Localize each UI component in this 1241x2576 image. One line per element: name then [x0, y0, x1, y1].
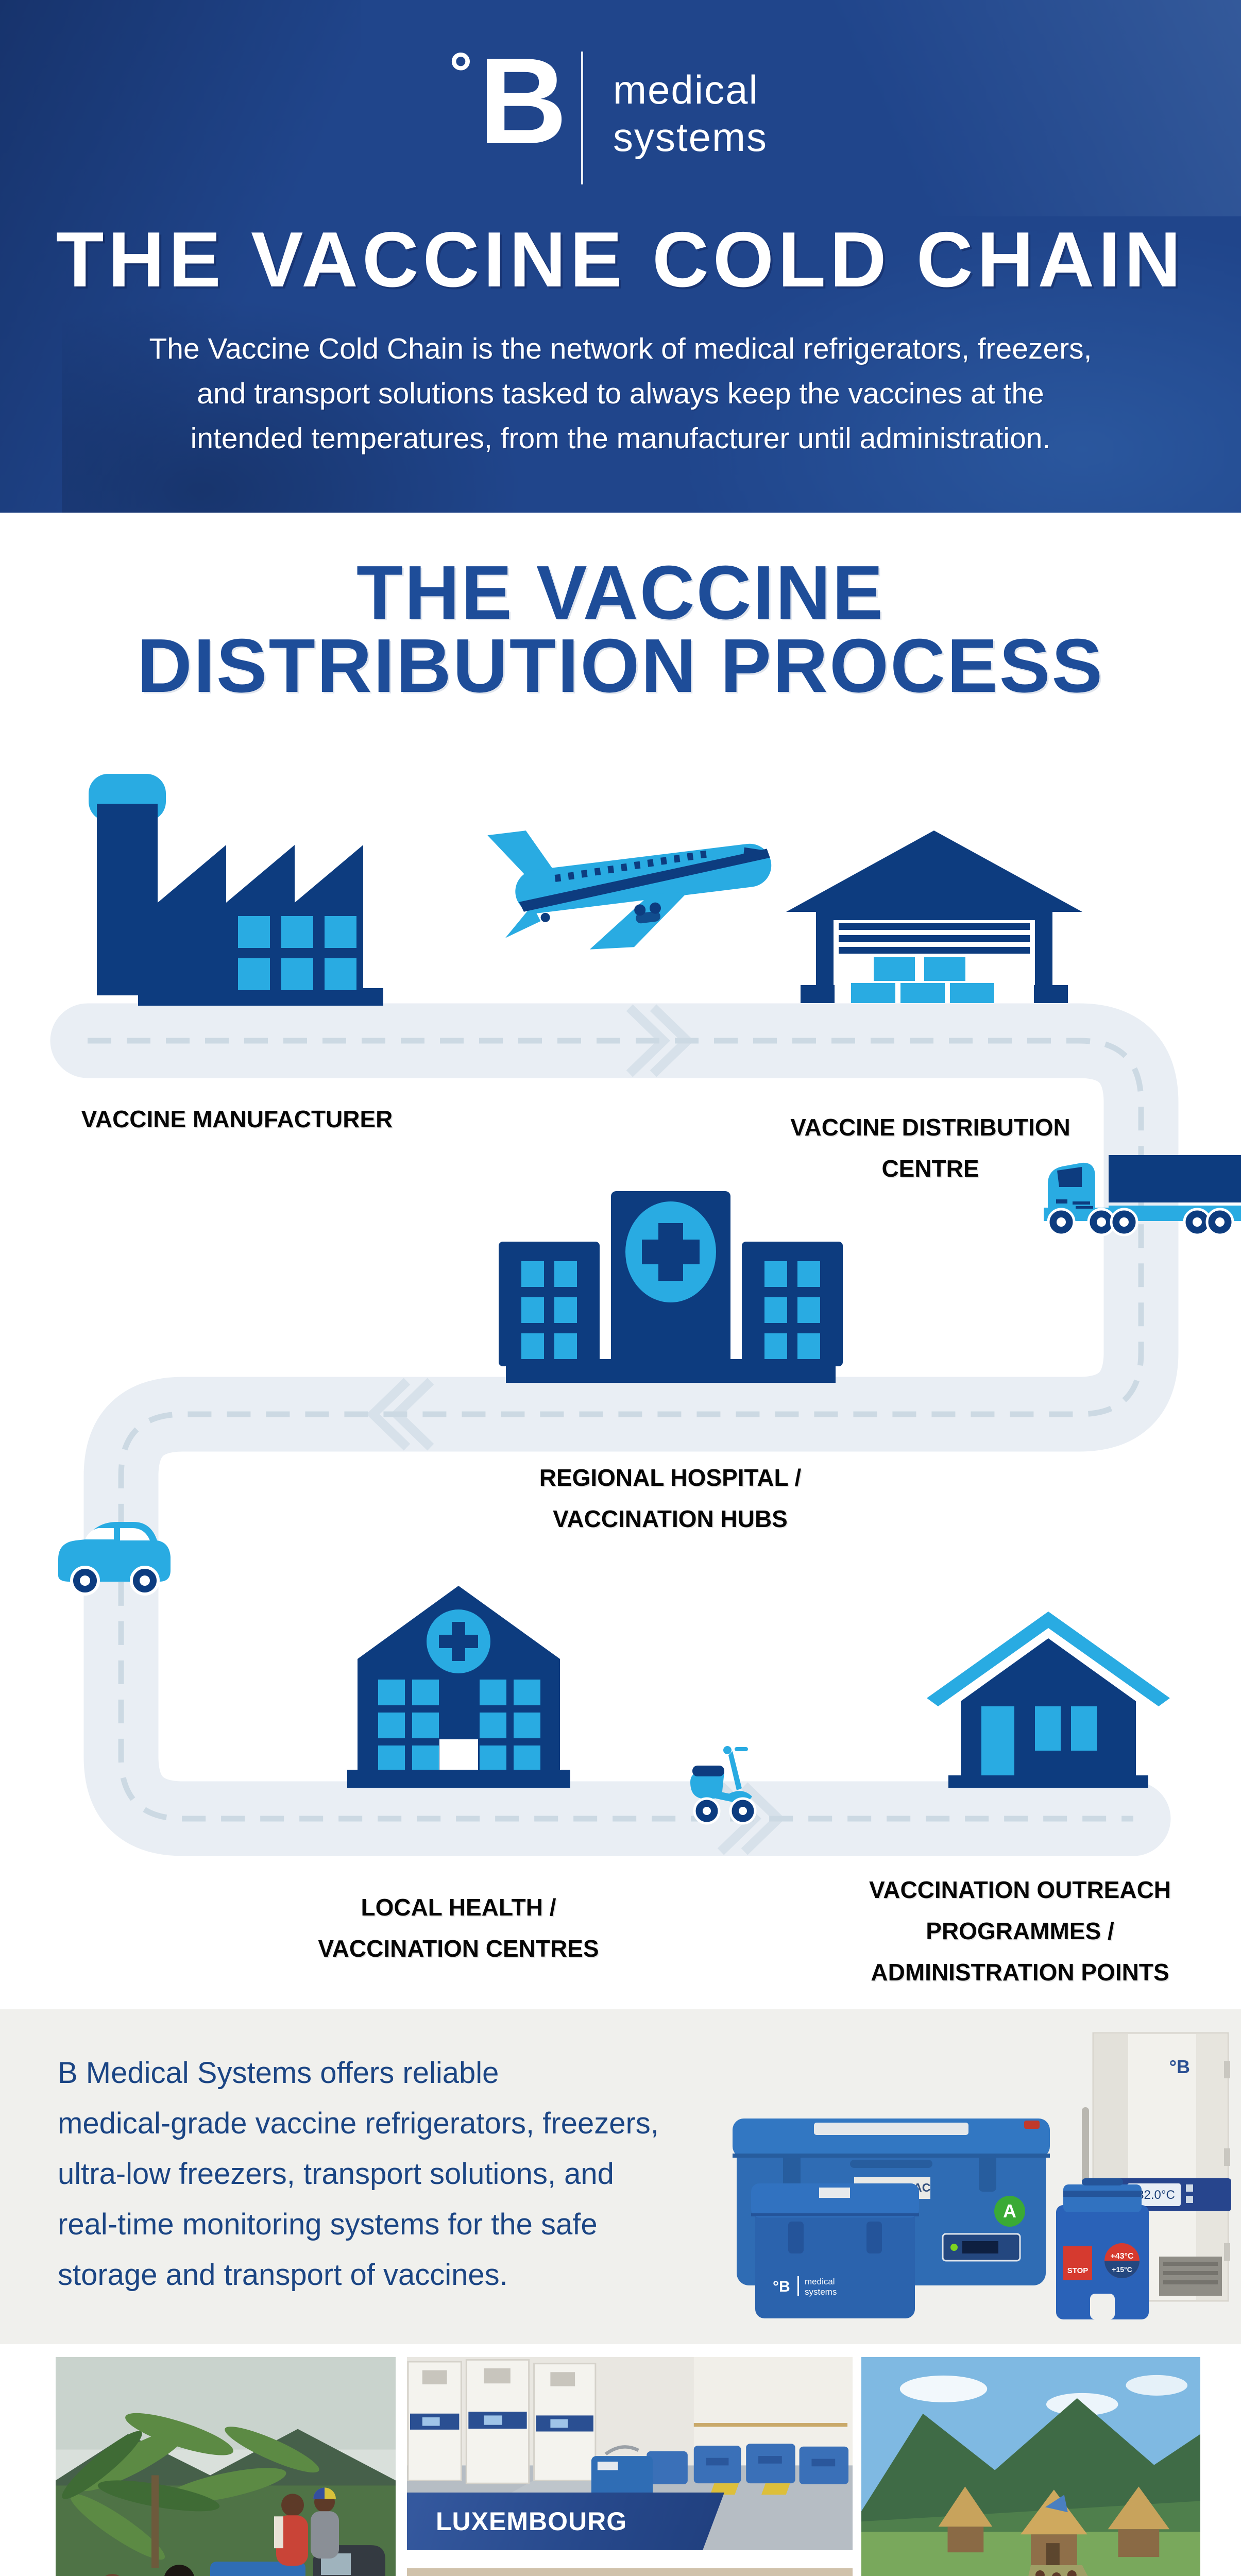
small-cooler-image: °B medical systems: [751, 2183, 919, 2318]
logo-degree-icon: °: [449, 41, 472, 105]
header-banner: [0, 0, 1241, 513]
cooler-grade-badge: A: [1003, 2200, 1016, 2222]
transport-container-image: STOP +43°C +15°C: [1056, 2178, 1149, 2319]
page-title: THE VACCINE COLD CHAIN: [56, 216, 1185, 303]
nigeria-photo-art: [407, 2568, 853, 2576]
process-heading-line-2: DISTRIBUTION PROCESS: [137, 623, 1104, 708]
hospital-icon: [499, 1191, 843, 1383]
photo-peru: 2: [861, 2357, 1200, 2576]
label-vaccine-manufacturer: VACCINE MANUFACTURER: [81, 1106, 393, 1132]
factory-icon: [89, 774, 383, 1006]
process-heading-line-1: THE VACCINE: [356, 550, 885, 635]
small-cooler-brand-2: systems: [805, 2287, 837, 2297]
products-description: B Medical Systems offers reliable medica…: [58, 2056, 659, 2292]
process-heading: THE VACCINE DISTRIBUTION PROCESS: [0, 550, 1241, 708]
label-vaccine-distribution-centre: VACCINE DISTRIBUTION CENTRE: [790, 1114, 1070, 1182]
luxembourg-photo-art: [407, 2357, 853, 2550]
logo-wordmark: medical systems: [613, 66, 768, 161]
airplane-icon: [487, 831, 772, 950]
label-vaccination-outreach: VACCINATION OUTREACH PROGRAMMES / ADMINI…: [869, 1876, 1171, 1986]
label-regional-hospital: REGIONAL HOSPITAL / VACCINATION HUBS: [539, 1464, 802, 1532]
peru-photo-art: 2: [861, 2357, 1200, 2576]
warehouse-icon: [786, 831, 1082, 1003]
header-photo-shade: [0, 0, 361, 513]
photo-indonesia: [56, 2357, 396, 2576]
logo-b-letter: B: [479, 33, 567, 170]
product-lineup-image: °B -82.0°C TCW 3000 AC: [733, 2032, 1231, 2319]
outreach-house-icon: [927, 1612, 1170, 1788]
car-icon: [58, 1522, 171, 1596]
clinic-icon: [347, 1586, 570, 1788]
logo-word-medical: medical: [613, 67, 759, 112]
photo-luxembourg: [407, 2357, 853, 2550]
page-subtitle: The Vaccine Cold Chain is the network of…: [0, 327, 1241, 461]
truck-icon: [1044, 1155, 1241, 1236]
subtitle-line-1: The Vaccine Cold Chain is the network of…: [149, 332, 1092, 365]
logo-word-systems: systems: [613, 114, 768, 160]
header-photo-glow: [674, 224, 1241, 513]
container-stop-sticker: STOP: [1067, 2266, 1089, 2275]
scooter-icon: [690, 1746, 757, 1825]
indonesia-photo-art: [56, 2357, 396, 2576]
header-photo-highlight: [752, 0, 1241, 216]
small-cooler-brand-1: medical: [805, 2277, 835, 2286]
logo-divider: [581, 52, 583, 184]
freezer-logo: °B: [1169, 2056, 1190, 2077]
container-temp-low: +15°C: [1112, 2265, 1132, 2274]
small-cooler-logo: °B: [773, 2278, 790, 2295]
road-center-line: [88, 1038, 1144, 1822]
photo-nigeria: [407, 2568, 853, 2576]
country-ribbon-luxembourg: LUXEMBOURG: [407, 2493, 724, 2550]
header-photo-silhouette: [62, 296, 525, 513]
label-local-health: LOCAL HEALTH / VACCINATION CENTRES: [318, 1894, 599, 1962]
container-temp-high: +43°C: [1110, 2252, 1134, 2261]
subtitle-line-3: intended temperatures, from the manufact…: [190, 422, 1051, 455]
subtitle-line-2: and transport solutions tasked to always…: [197, 377, 1044, 410]
